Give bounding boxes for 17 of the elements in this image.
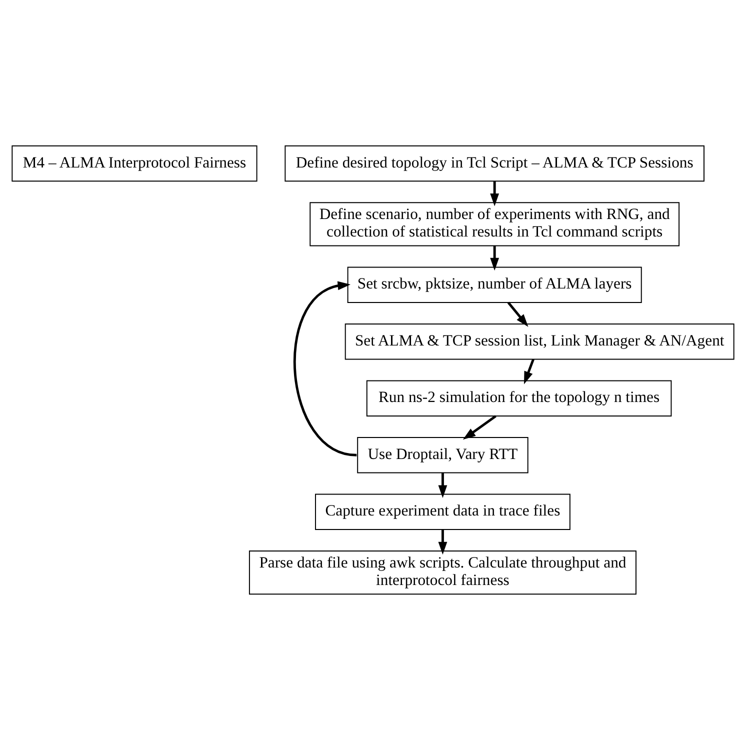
node-box: Define scenario, number of experiments with RNG, and collection of statistical results in Tcl command scripts <box>310 202 680 246</box>
arrow <box>438 472 448 498</box>
arrow <box>524 358 534 384</box>
arrow <box>507 302 528 327</box>
node-box: Parse data file using awk scripts. Calculate throughput and interprotocol fairness <box>248 550 636 595</box>
node-box: Define desired topology in Tcl Script – ALMA & TCP Sessions <box>284 145 704 182</box>
node-box: Set ALMA & TCP session list, Link Manager & AN/Agent <box>344 324 734 360</box>
arrow <box>490 246 500 271</box>
node-box: Run ns-2 simulation for the topology n times <box>366 380 672 416</box>
node-box: Set srcbw, pktsize, number of ALMA layers <box>347 266 642 303</box>
arrow <box>294 281 357 456</box>
arrow <box>462 415 496 440</box>
arrow <box>438 530 448 555</box>
arrow <box>490 181 500 206</box>
node-box: Capture experiment data in trace files <box>315 494 570 530</box>
node-box: M4 – ALMA Interprotocol Fairness <box>12 145 258 182</box>
node-box: Use Droptail, Vary RTT <box>357 437 528 474</box>
